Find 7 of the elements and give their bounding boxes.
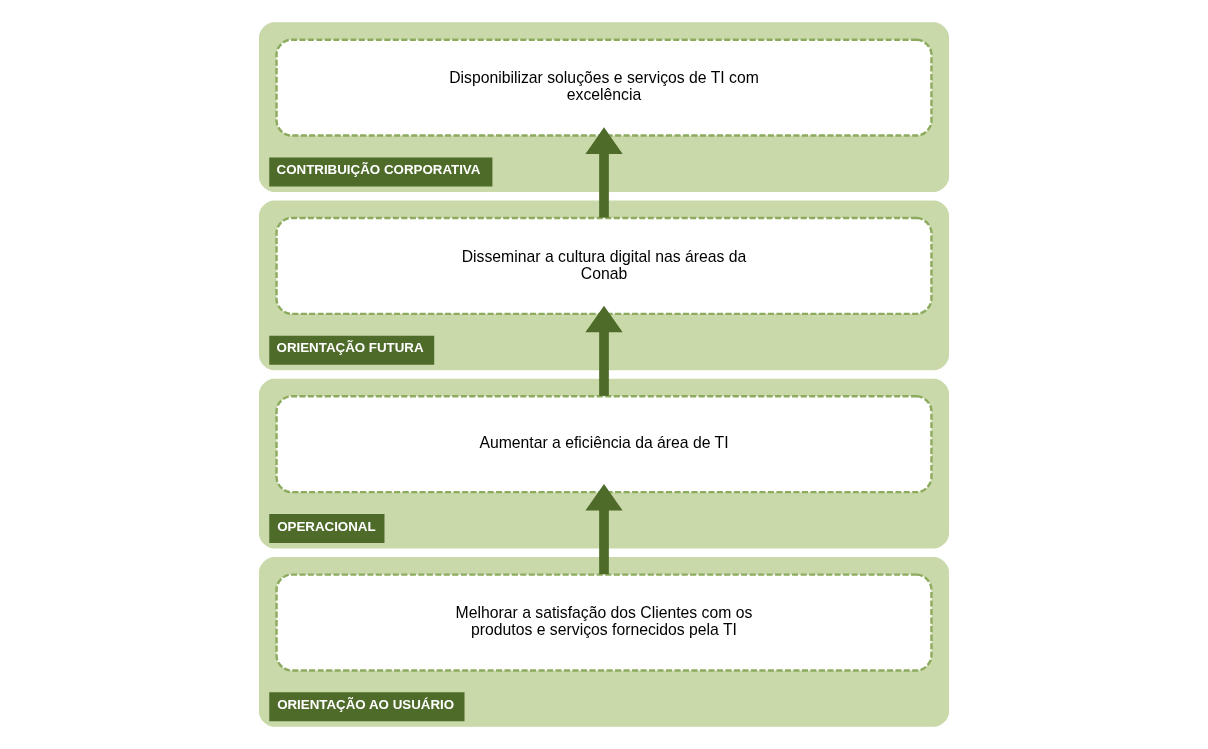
arrow	[585, 483, 623, 575]
node-box: Melhorar a satisfação dos Clientes com os produtos e serviços fornecidos pela TI	[275, 573, 933, 672]
node-box: Disseminar a cultura digital nas áreas da Conab	[275, 216, 933, 316]
node-box: Disponibilizar soluções e serviços de TI com excelência	[275, 38, 933, 137]
arrow	[585, 127, 623, 218]
arrow	[585, 305, 623, 396]
node-box: Aumentar a eficiência da área de TI	[275, 395, 933, 494]
